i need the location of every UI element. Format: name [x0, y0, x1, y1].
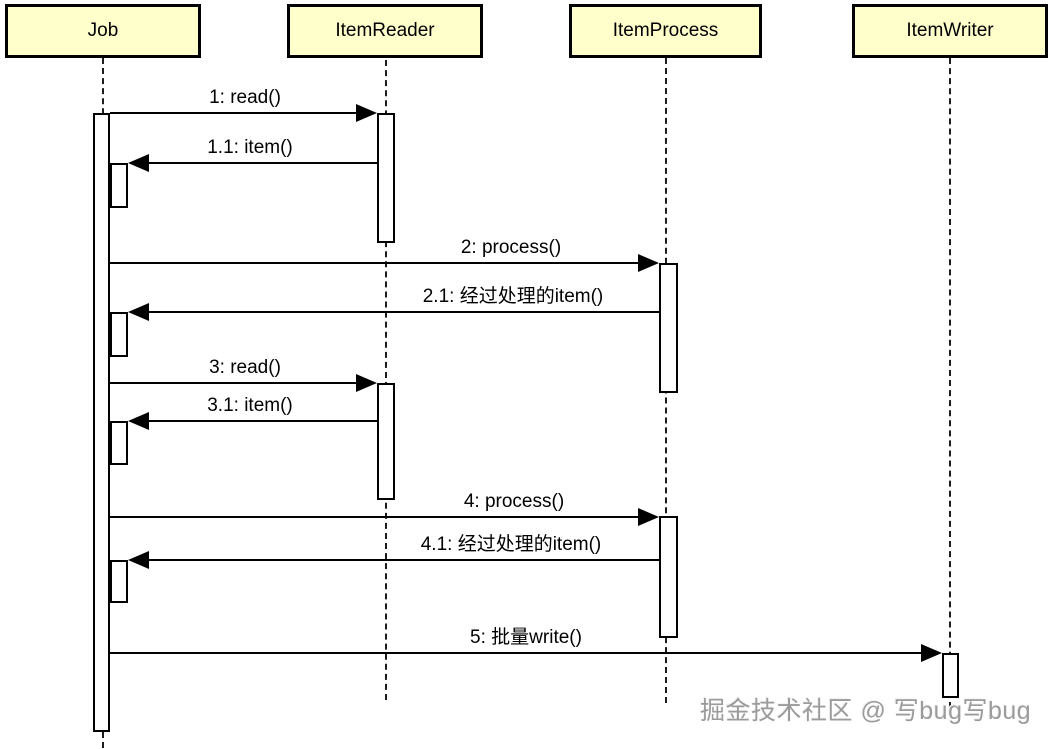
message-3-1-arrowhead-icon — [128, 412, 149, 430]
message-4-1-label: 4.1: 经过处理的item() — [420, 534, 602, 555]
actor-label-job: Job — [87, 20, 119, 41]
message-1-line — [110, 112, 358, 114]
message-1-1-arrowhead-icon — [128, 154, 149, 172]
message-4-1-line — [149, 559, 659, 561]
message-2-1-line — [149, 311, 659, 313]
actor-label-itemreader: ItemReader — [335, 20, 435, 41]
activation-bar-job-sub4 — [110, 560, 128, 603]
message-1-1-label: 1.1: item() — [207, 137, 293, 158]
activation-bar-job-sub3 — [110, 421, 128, 465]
actor-box-itemreader: ItemReader — [287, 4, 483, 58]
message-1-arrowhead-icon — [356, 104, 377, 122]
message-5-line — [110, 652, 923, 654]
actor-box-itemprocess: ItemProcess — [569, 4, 762, 58]
actor-label-itemprocess: ItemProcess — [612, 20, 719, 41]
message-3-arrowhead-icon — [356, 374, 377, 392]
message-3-1-line — [149, 420, 377, 422]
activation-bar-itemprocess-2 — [659, 516, 678, 638]
activation-bar-job-main — [93, 113, 110, 732]
message-2-line — [110, 262, 640, 264]
activation-bar-itemprocess-1 — [659, 263, 678, 393]
message-2-1-arrowhead-icon — [128, 303, 149, 321]
lifeline-itemwriter — [949, 58, 951, 708]
message-3-1-label: 3.1: item() — [207, 395, 293, 416]
message-2-arrowhead-icon — [638, 254, 659, 272]
activation-bar-job-sub2 — [110, 312, 128, 357]
message-4-1-arrowhead-icon — [128, 551, 149, 569]
activation-bar-itemwriter-1 — [942, 653, 959, 698]
message-4-arrowhead-icon — [638, 508, 659, 526]
message-5-arrowhead-icon — [921, 644, 942, 662]
actor-label-itemwriter: ItemWriter — [906, 20, 994, 41]
activation-bar-job-sub1 — [110, 163, 128, 208]
message-1-label: 1: read() — [209, 87, 281, 108]
message-4-line — [110, 516, 640, 518]
message-5-label: 5: 批量write() — [470, 627, 582, 648]
watermark: 掘金技术社区 @ 写bug写bug — [700, 697, 1032, 725]
message-2-1-label: 2.1: 经过处理的item() — [422, 286, 604, 307]
message-1-1-line — [149, 162, 377, 164]
message-4-label: 4: process() — [463, 491, 565, 512]
lifeline-itemreader — [385, 60, 387, 700]
activation-bar-itemreader-2 — [377, 383, 395, 500]
message-2-label: 2: process() — [460, 237, 562, 258]
actor-box-itemwriter: ItemWriter — [852, 4, 1048, 58]
message-3-label: 3: read() — [209, 357, 281, 378]
actor-box-job: Job — [5, 4, 201, 58]
activation-bar-itemreader-1 — [377, 113, 395, 243]
message-3-line — [110, 382, 358, 384]
